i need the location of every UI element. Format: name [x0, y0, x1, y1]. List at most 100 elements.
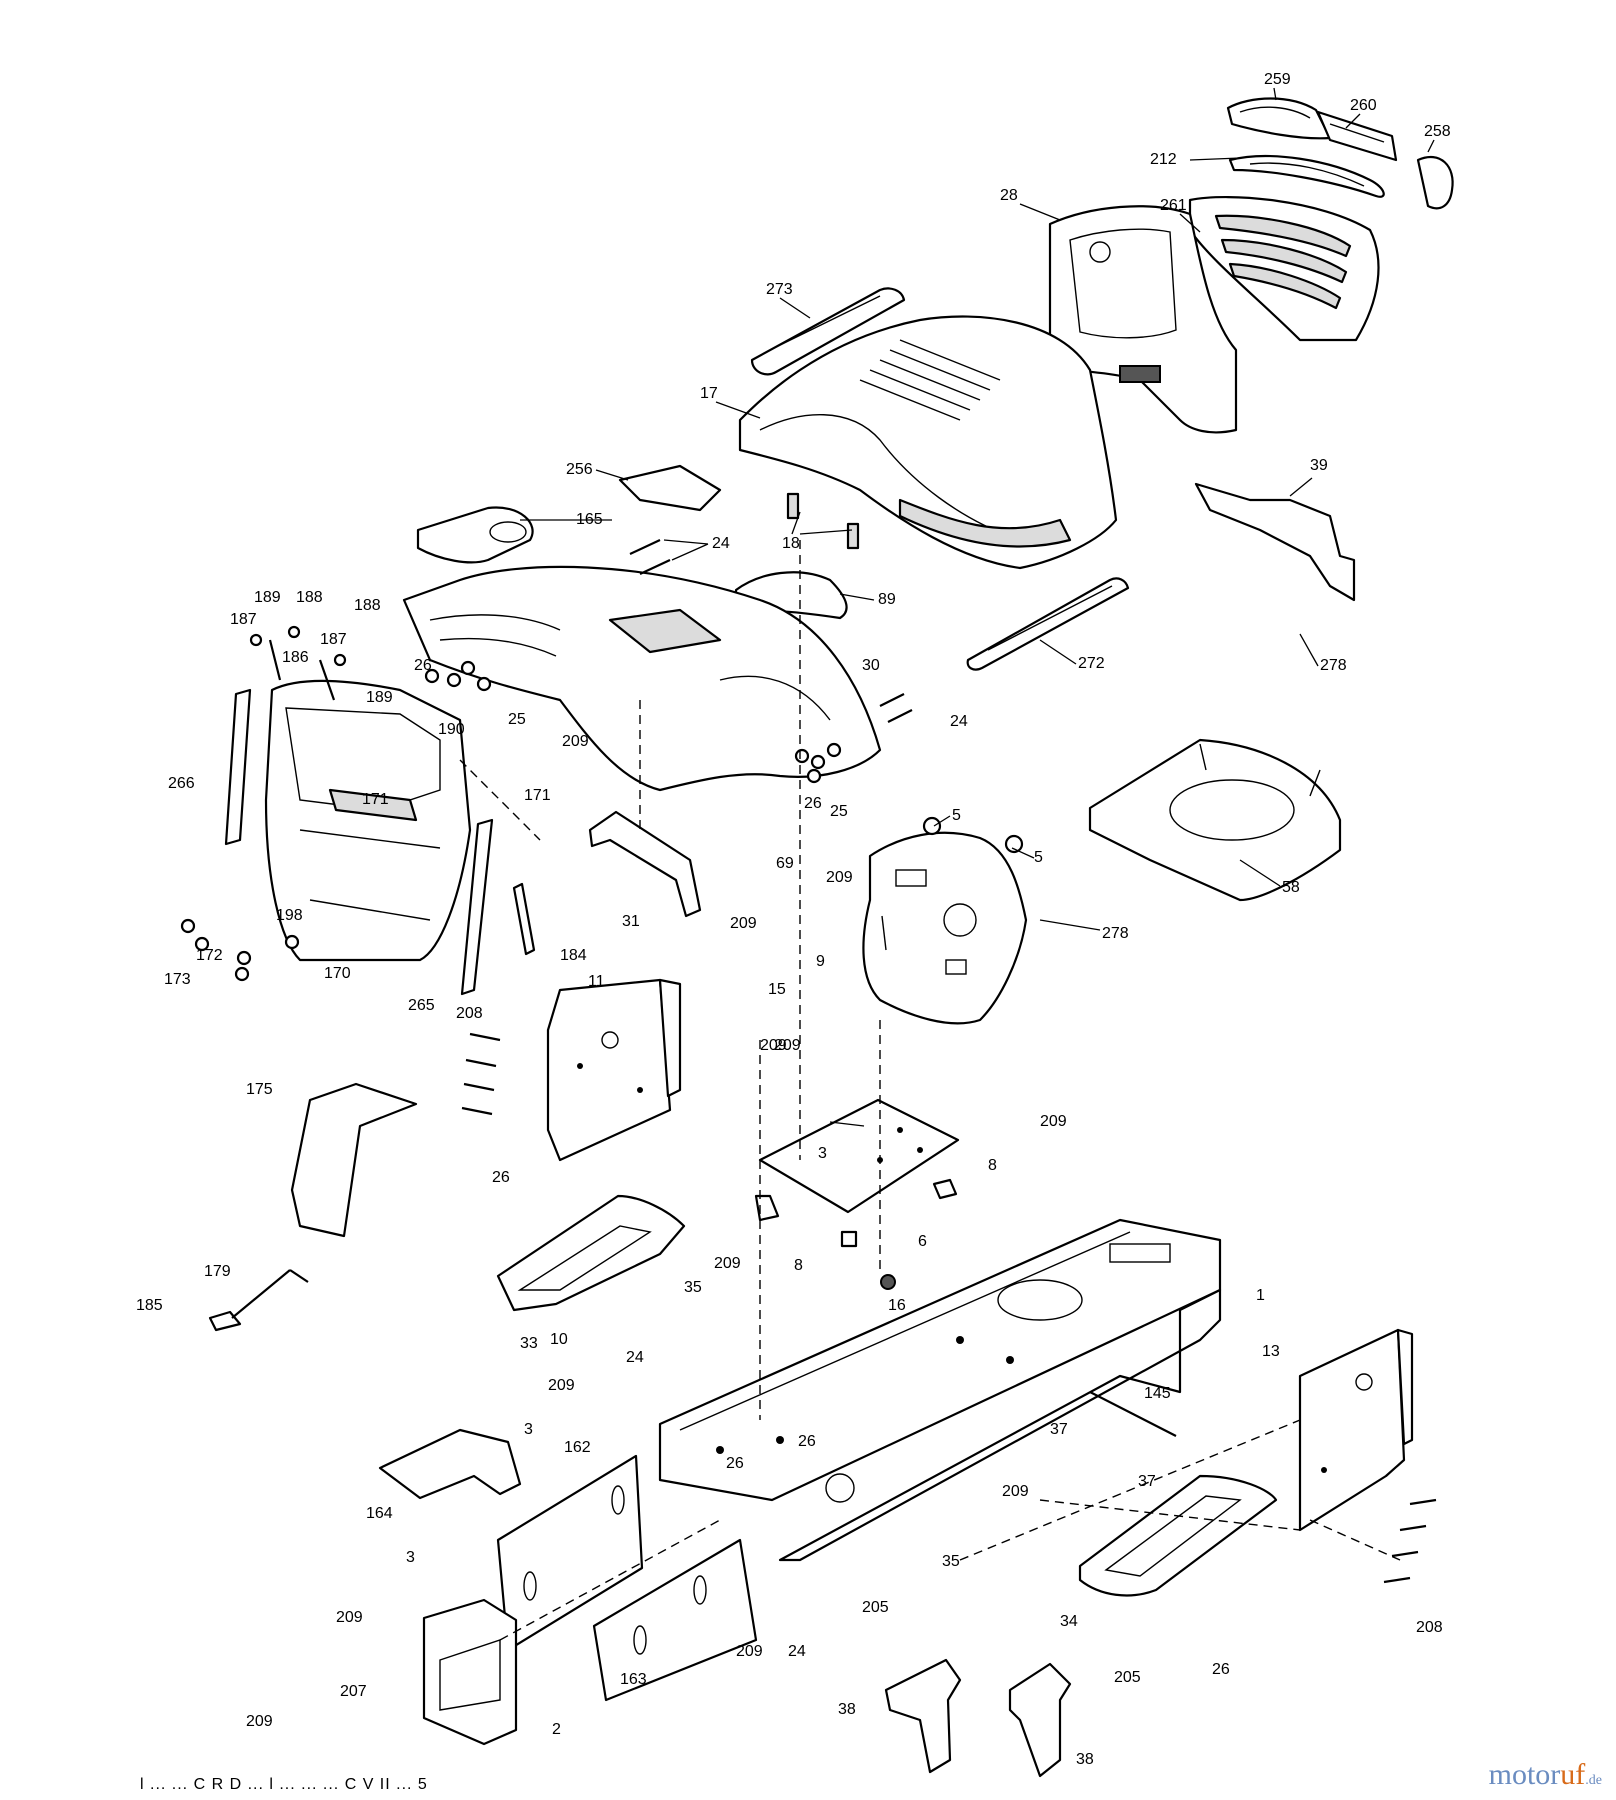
callout-label: 25	[830, 803, 848, 820]
callout-label: 35	[684, 1279, 702, 1296]
callout-label: 256	[566, 461, 593, 478]
callout-label: 39	[1310, 457, 1328, 474]
part-260-lens	[1316, 110, 1398, 162]
callout-label: 188	[296, 589, 323, 606]
callout-label: 205	[862, 1599, 889, 1616]
callout-label: 5	[1034, 849, 1043, 866]
callout-label: 208	[456, 1005, 483, 1022]
callout-label: 261	[1160, 197, 1187, 214]
callout-label: 24	[626, 1349, 644, 1366]
part-258-light	[1416, 155, 1454, 210]
part-272-grille-insert	[966, 577, 1130, 671]
part-179-185-lever	[208, 1269, 309, 1332]
callout-label: 164	[366, 1505, 393, 1522]
part-34-footrest	[1078, 1474, 1278, 1597]
callout-label: 188	[354, 597, 381, 614]
logo-main: motor	[1488, 1758, 1561, 1791]
callout-label: 278	[1102, 925, 1129, 942]
part-256-cover	[618, 464, 722, 512]
callout-label: 13	[1262, 1343, 1280, 1360]
callout-label: 26	[414, 657, 432, 674]
part-39-bracket	[1194, 482, 1356, 602]
callout-label: 25	[508, 711, 526, 728]
callout-labels: 259 260 258 212 28 261 273 17 256 18 165…	[136, 71, 1451, 1768]
callout-label: 145	[1144, 1385, 1171, 1402]
callout-label: 189	[254, 589, 281, 606]
callout-label: 8	[988, 1157, 997, 1174]
part-17-hood	[738, 315, 1118, 570]
part-265-side-strip-right	[460, 818, 494, 996]
callout-label: 3	[524, 1421, 533, 1438]
callout-label: 209	[730, 915, 757, 932]
callout-label: 34	[1060, 1613, 1078, 1630]
callout-label: 187	[320, 631, 347, 648]
callout-label: 89	[878, 591, 896, 608]
callout-label: 260	[1350, 97, 1377, 114]
callout-label: 37	[1138, 1473, 1156, 1490]
callout-label: 69	[776, 855, 794, 872]
logo-tld: .de	[1585, 1773, 1602, 1788]
callout-label: 24	[788, 1643, 806, 1660]
assembly-guide-lines	[459, 540, 1401, 1641]
callout-label: 209	[774, 1037, 801, 1054]
callout-label: 31	[622, 913, 640, 930]
callout-label: 278	[1320, 657, 1347, 674]
part-259-headlight-cover	[1226, 97, 1332, 140]
callout-label: 16	[888, 1297, 906, 1314]
hardware-washers-25-26-right	[794, 742, 842, 784]
callout-label: 209	[714, 1255, 741, 1272]
callout-label: 17	[700, 385, 718, 402]
callout-label: 26	[492, 1169, 510, 1186]
callout-label: 209	[562, 733, 589, 750]
callout-label: 24	[950, 713, 968, 730]
callout-label: 30	[862, 657, 880, 674]
callout-label: 207	[340, 1683, 367, 1700]
callout-label: 209	[826, 869, 853, 886]
part-30-dashboard	[402, 565, 882, 792]
hardware-bolts-208-right	[1383, 1498, 1437, 1584]
part-9-dash-panel	[862, 816, 1028, 1025]
callout-label: 186	[282, 649, 309, 666]
callout-label: 187	[230, 611, 257, 628]
callout-label: 11	[588, 973, 605, 990]
part-28-hood-front	[1048, 205, 1238, 434]
callout-label: 171	[524, 787, 551, 804]
callout-label: 208	[1416, 1619, 1443, 1636]
callout-label: 273	[766, 281, 793, 298]
brand-logo: motoruf.de	[1489, 1758, 1602, 1792]
callout-label: 26	[726, 1455, 744, 1472]
callout-label: 205	[1114, 1669, 1141, 1686]
part-163-side-plate	[592, 1538, 758, 1702]
callout-label: 33	[520, 1335, 538, 1352]
part-38-bracket-right	[1008, 1662, 1072, 1778]
part-164-bracket	[378, 1428, 522, 1500]
callout-label: 209	[246, 1713, 273, 1730]
callout-label: 265	[408, 997, 435, 1014]
callout-label: 173	[164, 971, 191, 988]
callout-label: 172	[196, 947, 223, 964]
callout-label: 272	[1078, 655, 1105, 672]
callout-label: 184	[560, 947, 587, 964]
callout-label: 170	[324, 965, 351, 982]
part-2-plate	[422, 1598, 518, 1746]
callout-label: 198	[276, 907, 303, 924]
callout-label: 162	[564, 1439, 591, 1456]
part-13-side-panel	[1298, 1328, 1414, 1532]
part-33-footrest	[496, 1194, 686, 1312]
part-261-grille	[1188, 196, 1380, 342]
callout-label: 1	[1256, 1287, 1265, 1304]
callout-label: 212	[1150, 151, 1177, 168]
callout-label: 15	[768, 981, 786, 998]
part-266-side-strip-left	[224, 688, 252, 846]
callout-label: 35	[942, 1553, 960, 1570]
callout-label: 26	[1212, 1661, 1230, 1678]
hardware-springs-187-189	[249, 625, 347, 701]
part-1-main-frame	[658, 1218, 1222, 1562]
part-38-bracket-left	[884, 1658, 962, 1774]
callout-label: 209	[1040, 1113, 1067, 1130]
hardware-bolts-24-upper	[629, 539, 913, 723]
callout-label: 185	[136, 1297, 163, 1314]
callout-label: 10	[550, 1331, 568, 1348]
callout-label: 209	[1002, 1483, 1029, 1500]
